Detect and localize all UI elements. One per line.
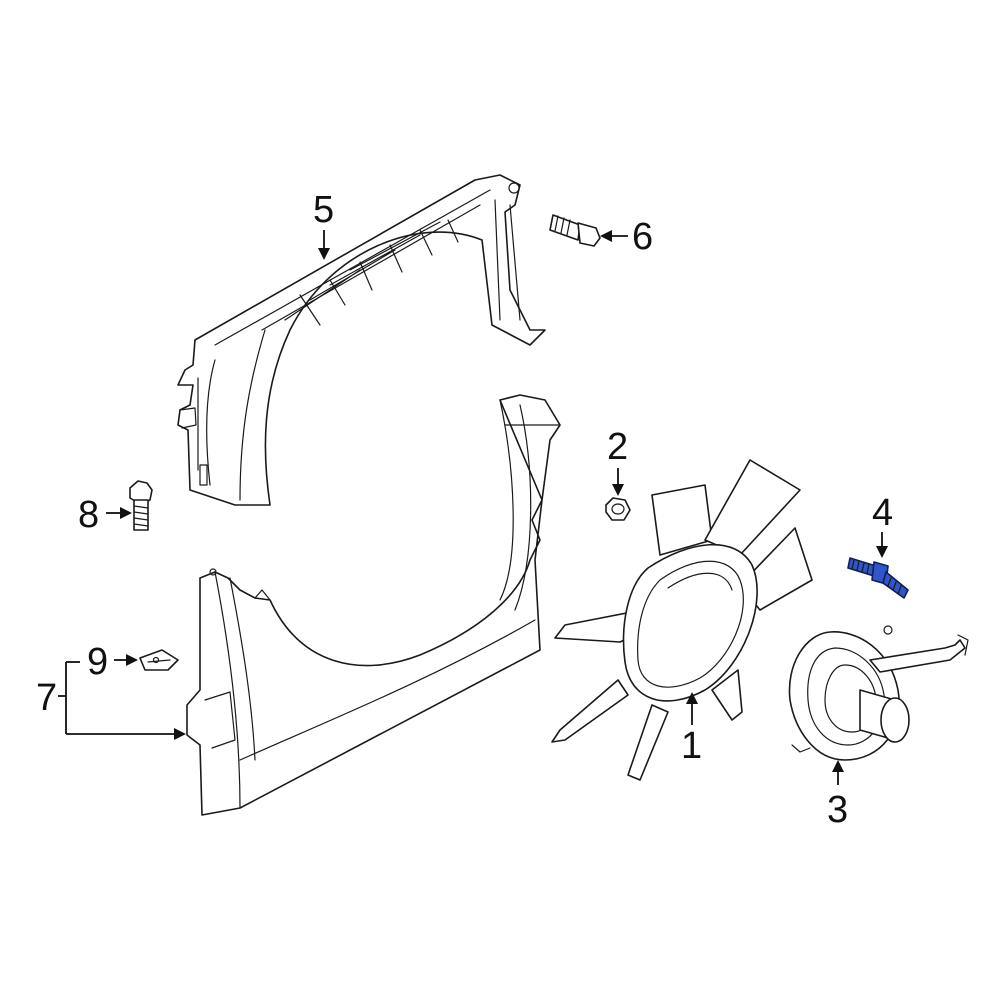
shroud-bolt-6 bbox=[549, 214, 601, 247]
callout-8: 8 bbox=[78, 494, 99, 536]
fan-stud-highlighted bbox=[847, 557, 909, 599]
upper-fan-shroud bbox=[177, 174, 546, 506]
callout-9: 9 bbox=[87, 641, 108, 683]
callout-3: 3 bbox=[827, 789, 848, 831]
callout-1: 1 bbox=[681, 725, 702, 767]
fan-clutch bbox=[788, 625, 969, 761]
callout-4: 4 bbox=[872, 492, 893, 534]
callout-6: 6 bbox=[632, 216, 653, 258]
callout-7: 7 bbox=[36, 677, 57, 719]
callout-5: 5 bbox=[313, 189, 334, 231]
cooling-fan bbox=[551, 459, 813, 781]
fan-nut bbox=[605, 497, 631, 521]
lower-fan-shroud bbox=[186, 394, 561, 816]
shroud-clip-9 bbox=[139, 649, 179, 671]
callout-2: 2 bbox=[607, 426, 628, 468]
callout-leaders bbox=[58, 230, 888, 785]
shroud-bolt-8 bbox=[129, 480, 153, 531]
